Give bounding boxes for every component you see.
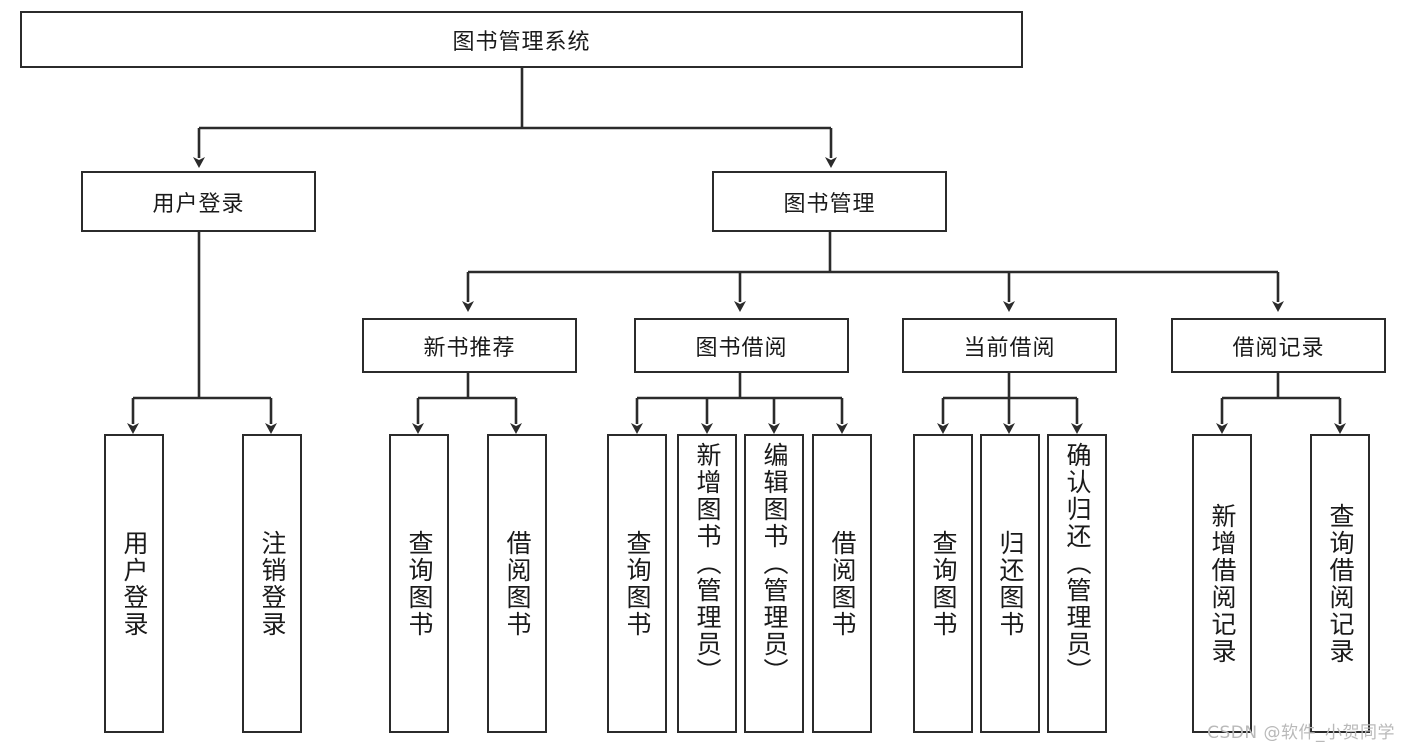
node-label: 借阅图书 <box>503 529 532 638</box>
leaf-add-borrow-record[interactable]: 新增借阅记录 <box>1192 434 1252 733</box>
leaf-confirm-return-admin[interactable]: 确认归还（管理员） <box>1047 434 1107 733</box>
node-label: 用户登录 <box>152 191 245 217</box>
node-label: 查询图书 <box>929 529 958 638</box>
node-label: 查询图书 <box>623 529 652 638</box>
leaf-edit-book-admin[interactable]: 编辑图书（管理员） <box>744 434 804 733</box>
node-label: 编辑图书（管理员） <box>760 442 789 685</box>
node-label: 注销登录 <box>258 529 287 638</box>
leaf-add-book-admin[interactable]: 新增图书（管理员） <box>677 434 737 733</box>
node-label: 新书推荐 <box>423 335 516 361</box>
node-user-login[interactable]: 用户登录 <box>81 171 316 232</box>
node-borrow-record[interactable]: 借阅记录 <box>1171 318 1386 373</box>
node-label: 借阅图书 <box>828 529 857 638</box>
leaf-query-borrow-record[interactable]: 查询借阅记录 <box>1310 434 1370 733</box>
node-book-management[interactable]: 图书管理 <box>712 171 947 232</box>
node-label: 图书管理系统 <box>452 29 591 55</box>
leaf-query-book-recommend[interactable]: 查询图书 <box>389 434 449 733</box>
leaf-query-book-current[interactable]: 查询图书 <box>913 434 973 733</box>
node-label: 用户登录 <box>120 529 149 638</box>
node-label: 图书管理 <box>783 191 876 217</box>
node-label: 确认归还（管理员） <box>1063 442 1092 685</box>
node-new-book-recommend[interactable]: 新书推荐 <box>362 318 577 373</box>
node-label: 新增图书（管理员） <box>693 442 722 685</box>
node-root-system[interactable]: 图书管理系统 <box>20 11 1023 68</box>
node-label: 归还图书 <box>996 529 1025 638</box>
watermark: CSDN @软件_小贺同学 <box>1207 723 1395 743</box>
leaf-return-book[interactable]: 归还图书 <box>980 434 1040 733</box>
node-book-borrow[interactable]: 图书借阅 <box>634 318 849 373</box>
leaf-borrow-book-recommend[interactable]: 借阅图书 <box>487 434 547 733</box>
node-label: 图书借阅 <box>695 335 788 361</box>
node-label: 当前借阅 <box>963 335 1056 361</box>
leaf-query-book-borrow[interactable]: 查询图书 <box>607 434 667 733</box>
node-label: 查询借阅记录 <box>1326 502 1355 665</box>
leaf-user-login[interactable]: 用户登录 <box>104 434 164 733</box>
node-label: 新增借阅记录 <box>1208 502 1237 665</box>
node-label: 借阅记录 <box>1232 335 1325 361</box>
node-current-borrow[interactable]: 当前借阅 <box>902 318 1117 373</box>
leaf-logout[interactable]: 注销登录 <box>242 434 302 733</box>
leaf-borrow-book[interactable]: 借阅图书 <box>812 434 872 733</box>
node-label: 查询图书 <box>405 529 434 638</box>
